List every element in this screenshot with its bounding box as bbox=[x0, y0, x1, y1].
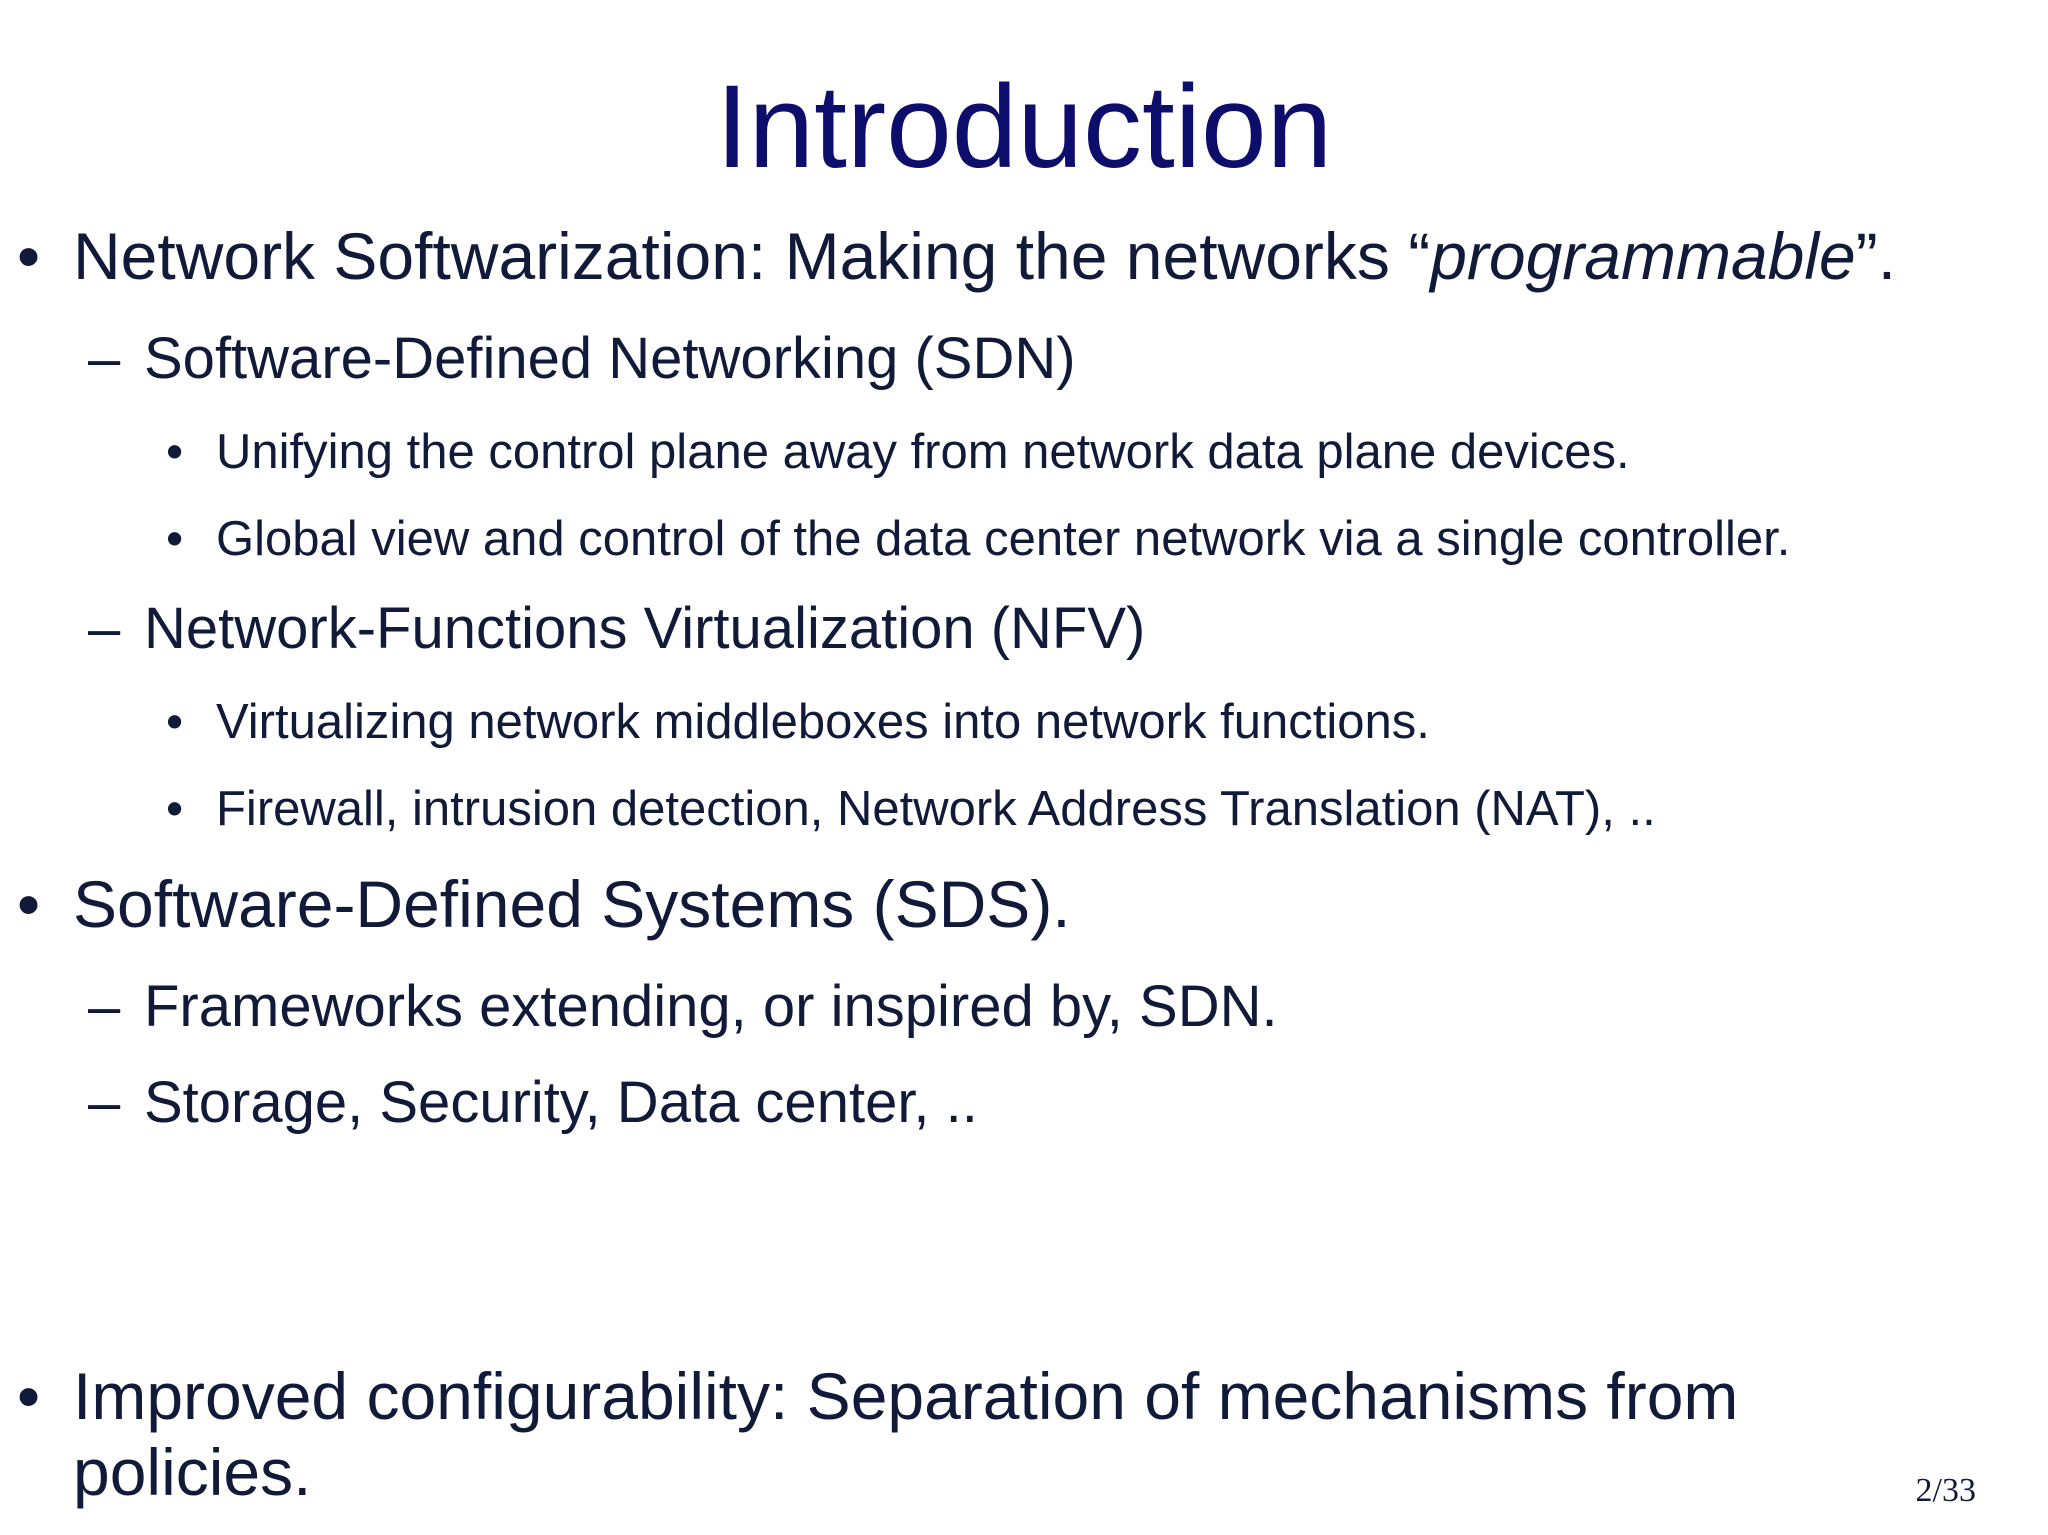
bullet-marker: • bbox=[166, 782, 184, 836]
sub-sub-item-text: Firewall, intrusion detection, Network A… bbox=[216, 782, 1656, 836]
bullet-text: Software-Defined Systems (SDS). bbox=[73, 867, 1071, 941]
bullet-marker: • bbox=[17, 1359, 41, 1433]
sub-sub-item-text: Global view and control of the data cent… bbox=[216, 512, 1791, 566]
page-number: 2/33 bbox=[1915, 1472, 1976, 1509]
bullet-item-improved-configurability-continued: policies. bbox=[73, 1432, 311, 1512]
bullet-item-sds: • Software-Defined Systems (SDS). bbox=[17, 864, 1071, 944]
dash-marker: – bbox=[88, 1070, 121, 1135]
bullet-marker: • bbox=[17, 867, 41, 941]
emphasis-text: programmable bbox=[1430, 219, 1856, 293]
sub-item-sdn: – Software-Defined Networking (SDN) bbox=[88, 324, 1076, 394]
bullet-text-line1: Improved configurability: Separation of … bbox=[73, 1359, 1739, 1433]
dash-marker: – bbox=[88, 974, 121, 1039]
bullet-item-improved-configurability: • Improved configurability: Separation o… bbox=[17, 1356, 1739, 1436]
bullet-text-line2: policies. bbox=[73, 1435, 312, 1509]
sub-item-text: Frameworks extending, or inspired by, SD… bbox=[144, 974, 1278, 1039]
bullet-marker: • bbox=[166, 695, 184, 749]
sub-item-nfv: – Network-Functions Virtualization (NFV) bbox=[88, 594, 1146, 664]
bullet-text-suffix: ”. bbox=[1855, 219, 1897, 293]
dash-marker: – bbox=[88, 596, 121, 661]
sub-item-storage-security: – Storage, Security, Data center, .. bbox=[88, 1068, 978, 1138]
sub-item-frameworks: – Frameworks extending, or inspired by, … bbox=[88, 972, 1278, 1042]
sub-sub-item-unifying-control-plane: • Unifying the control plane away from n… bbox=[166, 422, 1630, 482]
slide-title: Introduction bbox=[715, 61, 1333, 193]
bullet-marker: • bbox=[166, 425, 184, 479]
sub-sub-item-text: Unifying the control plane away from net… bbox=[216, 425, 1630, 479]
bullet-marker: • bbox=[166, 512, 184, 566]
sub-item-text: Storage, Security, Data center, .. bbox=[144, 1070, 978, 1135]
sub-sub-item-virtualizing-middleboxes: • Virtualizing network middleboxes into … bbox=[166, 692, 1430, 752]
bullet-marker: • bbox=[17, 219, 41, 293]
sub-sub-item-global-view: • Global view and control of the data ce… bbox=[166, 509, 1791, 569]
sub-sub-item-firewall: • Firewall, intrusion detection, Network… bbox=[166, 779, 1656, 839]
sub-sub-item-text: Virtualizing network middleboxes into ne… bbox=[216, 695, 1430, 749]
dash-marker: – bbox=[88, 326, 121, 391]
bullet-item-network-softwarization: • Network Softwarization: Making the net… bbox=[17, 216, 1897, 296]
sub-item-text: Network-Functions Virtualization (NFV) bbox=[144, 596, 1146, 661]
bullet-text: Network Softwarization: Making the netwo… bbox=[73, 219, 1431, 293]
sub-item-text: Software-Defined Networking (SDN) bbox=[144, 326, 1076, 391]
